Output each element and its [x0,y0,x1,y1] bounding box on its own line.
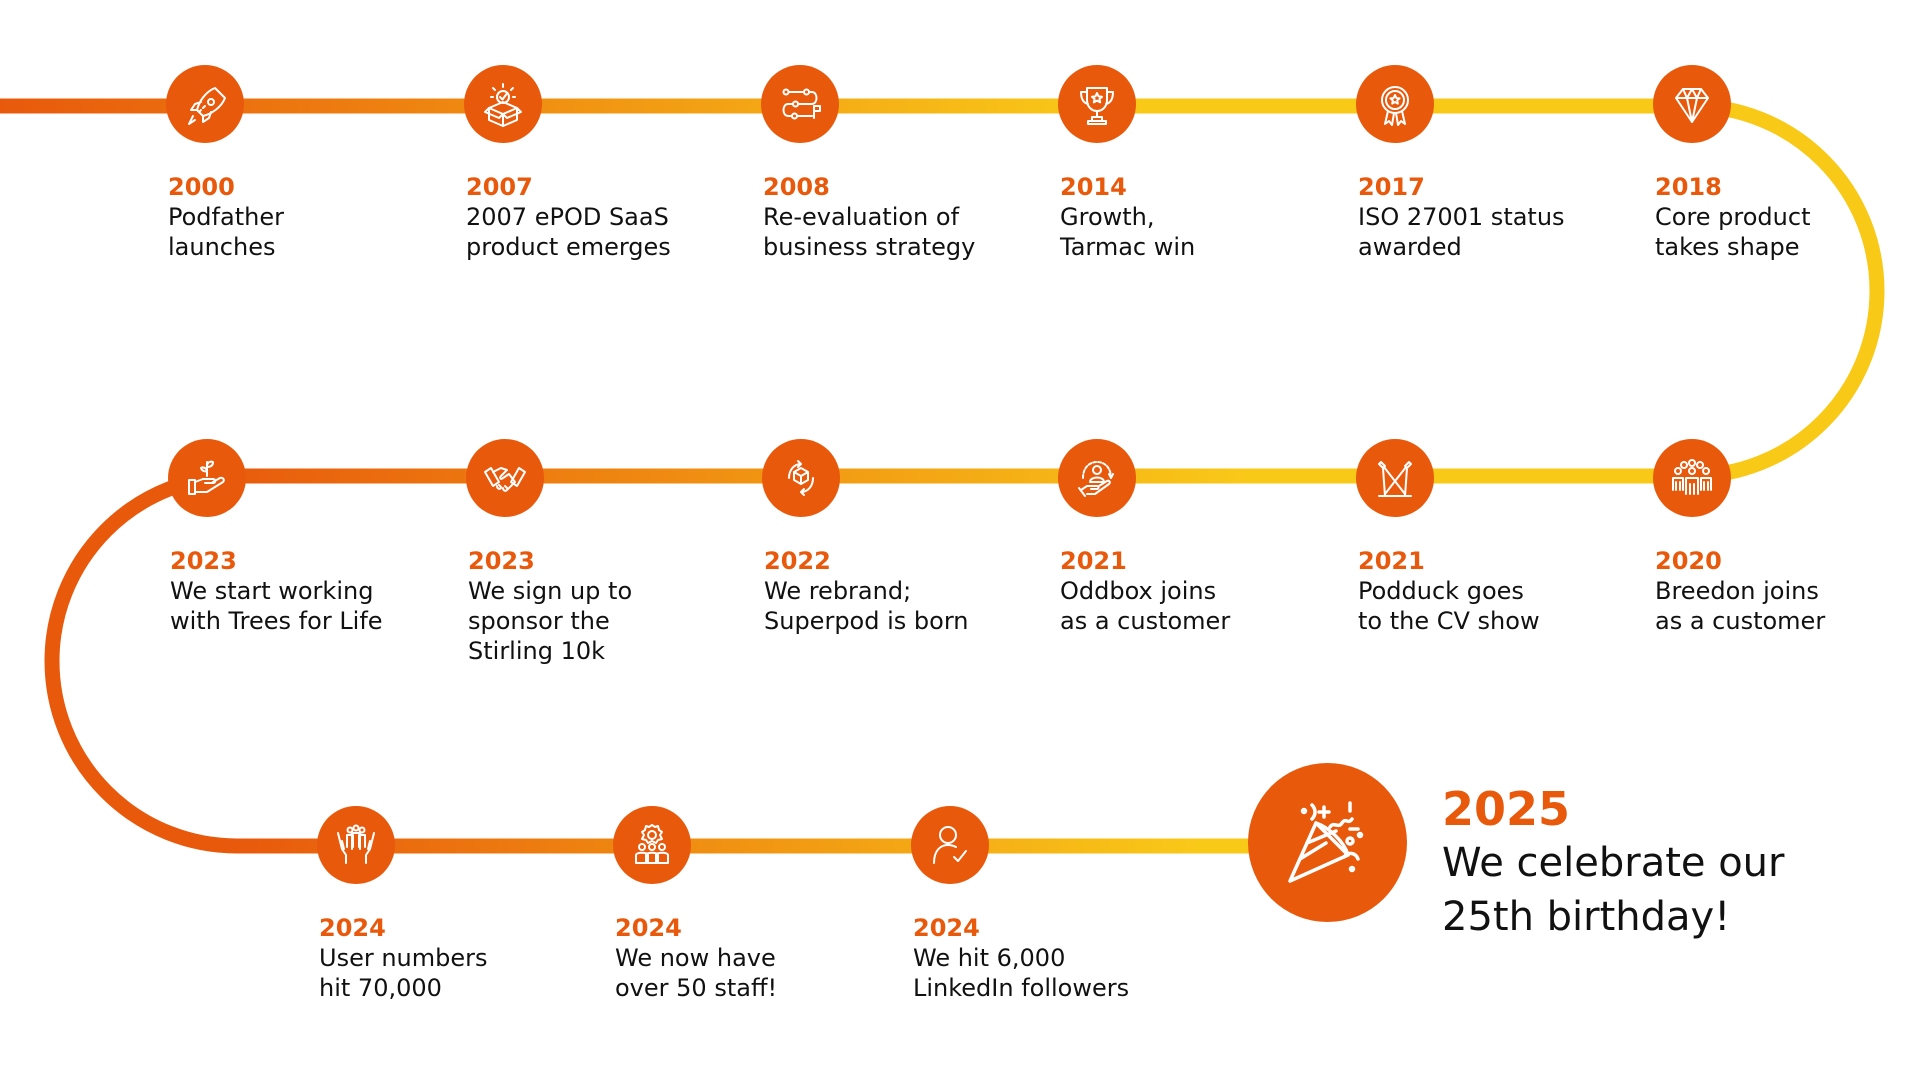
milestone-description: We now have over 50 staff! [615,944,778,1002]
milestone-description: We start working with Trees for Life [170,577,383,635]
milestone-node [166,65,244,143]
milestone-year: 2008 [763,173,830,201]
milestone-node [1058,439,1136,517]
handshake-icon [484,467,526,492]
cube-refresh-icon [788,460,814,496]
milestone-node [761,65,839,143]
milestone-node [762,439,840,517]
milestone-description: 2007 ePOD SaaS product emerges [466,203,671,261]
finale-year: 2025 [1442,782,1571,836]
milestone-year: 2023 [468,547,535,575]
party-popper-icon [1287,800,1363,883]
milestone-year: 2024 [913,914,980,942]
diamond-icon [1675,88,1709,123]
milestone-description: Core product takes shape [1655,203,1811,261]
milestone-year: 2022 [764,547,831,575]
customer-hand-icon [1078,461,1114,497]
track-arc-left [44,468,238,854]
milestone-node [1356,65,1434,143]
route-flag-icon [782,88,821,120]
milestone-description: We sign up to sponsor the Stirling 10k [468,577,633,665]
milestone-description: User numbers hit 70,000 [319,944,488,1002]
track-arc-right [1691,98,1885,484]
plant-hand-icon [188,460,225,495]
milestone-description: We rebrand; Superpod is born [764,577,969,635]
group-people-icon [1672,459,1712,495]
milestone-description: Growth, Tarmac win [1060,203,1196,261]
award-rosette-icon [1381,86,1409,126]
milestone-year: 2020 [1655,547,1722,575]
rocket-icon [188,87,226,125]
finale-node [1248,763,1407,922]
finale-description: We celebrate our 25th birthday! [1442,840,1785,940]
milestone-node [466,439,544,517]
milestone-year: 2017 [1358,173,1425,201]
trophy-icon [1080,87,1114,125]
milestone-node [1653,65,1731,143]
milestone-node [1058,65,1136,143]
milestone-description: Podfather launches [168,203,284,261]
milestone-node [613,806,691,884]
team-gear-icon [635,824,669,864]
hands-people-icon [337,824,375,864]
box-check-icon [484,83,522,127]
spotlights-icon [1378,461,1412,497]
milestone-node [1356,439,1434,517]
finale-label: 2025 We celebrate our 25th birthday! [1442,782,1784,944]
milestone-description: ISO 27001 status awarded [1358,203,1565,261]
milestone-year: 2021 [1060,547,1127,575]
milestone-year: 2007 [466,173,533,201]
milestone-node [317,806,395,884]
milestone-year: 2024 [615,914,682,942]
milestone-year: 2014 [1060,173,1127,201]
milestone-description: Podduck goes to the CV show [1358,577,1540,635]
milestone-description: We hit 6,000 LinkedIn followers [913,944,1130,1002]
milestone-node [1653,439,1731,517]
user-check-icon [933,826,967,864]
milestone-year: 2018 [1655,173,1722,201]
milestone-node [464,65,542,143]
milestone-year: 2023 [170,547,237,575]
milestone-description: Re-evaluation of business strategy [763,203,976,261]
milestone-year: 2021 [1358,547,1425,575]
milestone-node [168,439,246,517]
milestone-year: 2000 [168,173,235,201]
milestone-year: 2024 [319,914,386,942]
milestone-description: Oddbox joins as a customer [1060,577,1231,635]
milestone-description: Breedon joins as a customer [1655,577,1826,635]
milestone-node [911,806,989,884]
